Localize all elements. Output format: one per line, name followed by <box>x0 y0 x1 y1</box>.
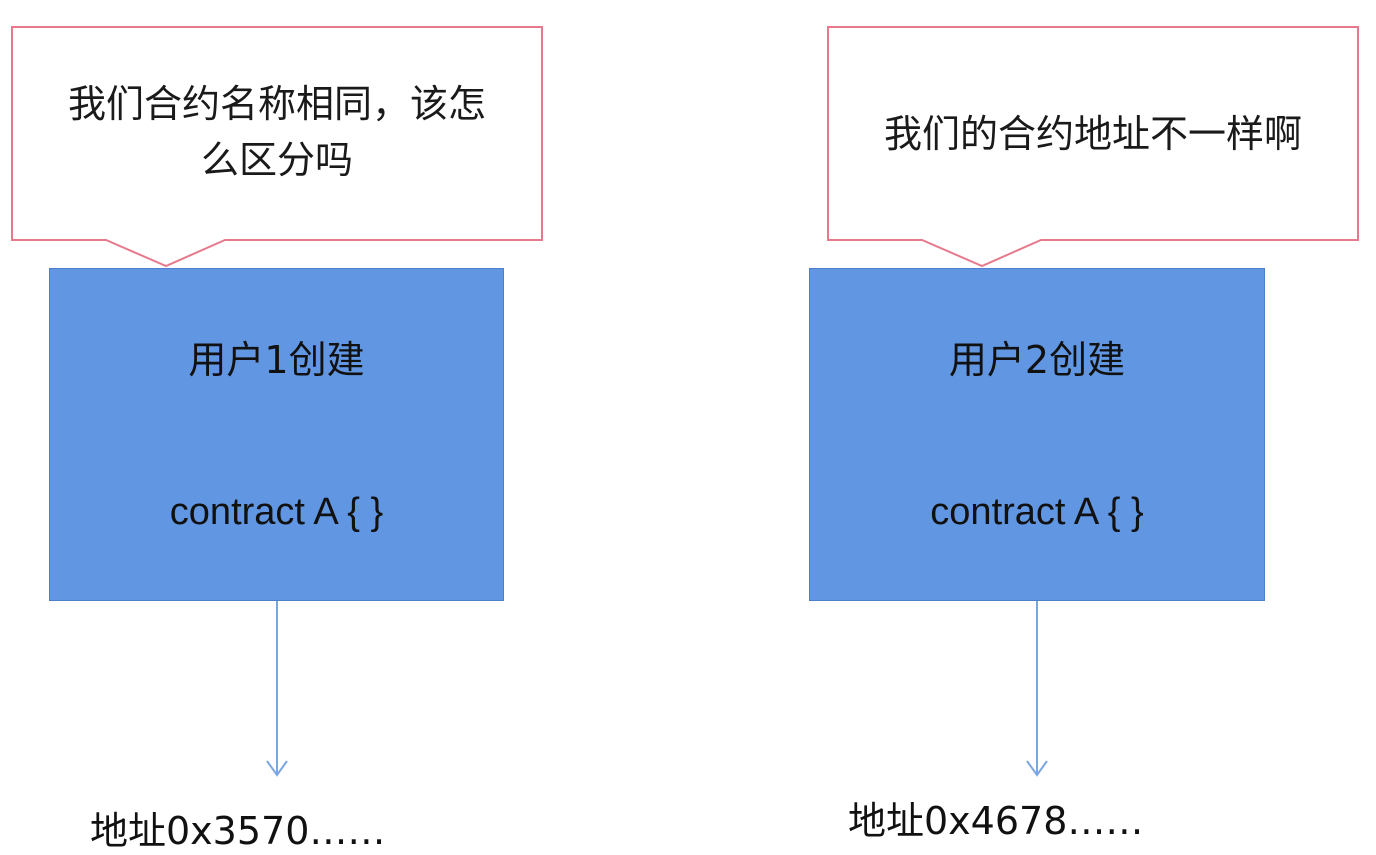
contract-box-user1: 用户1创建 contract A { } <box>49 268 504 601</box>
contract-box-user2: 用户2创建 contract A { } <box>809 268 1265 601</box>
callout-right-text: 我们的合约地址不一样啊 <box>832 106 1354 162</box>
callout-right-line-1: 我们的合约地址不一样啊 <box>883 112 1302 156</box>
address-label-user2: 地址0x4678…… <box>848 799 1144 843</box>
arrow-right <box>1026 601 1048 777</box>
box-code-user1: contract A { } <box>169 491 384 533</box>
speech-bubble-left <box>11 26 543 268</box>
box-title-user2: 用户2创建 <box>948 338 1126 382</box>
speech-bubble-right <box>827 26 1359 268</box>
callout-left-line-1: 我们合约名称相同，该怎 <box>67 82 486 126</box>
box-title-user1: 用户1创建 <box>188 338 365 382</box>
address-label-user1: 地址0x3570…… <box>90 809 386 853</box>
callout-left-line-2: 么区分吗 <box>200 138 353 182</box>
arrow-left <box>266 601 288 777</box>
box-code-user2: contract A { } <box>930 491 1144 533</box>
callout-left-text: 我们合约名称相同，该怎 么区分吗 <box>16 76 538 188</box>
